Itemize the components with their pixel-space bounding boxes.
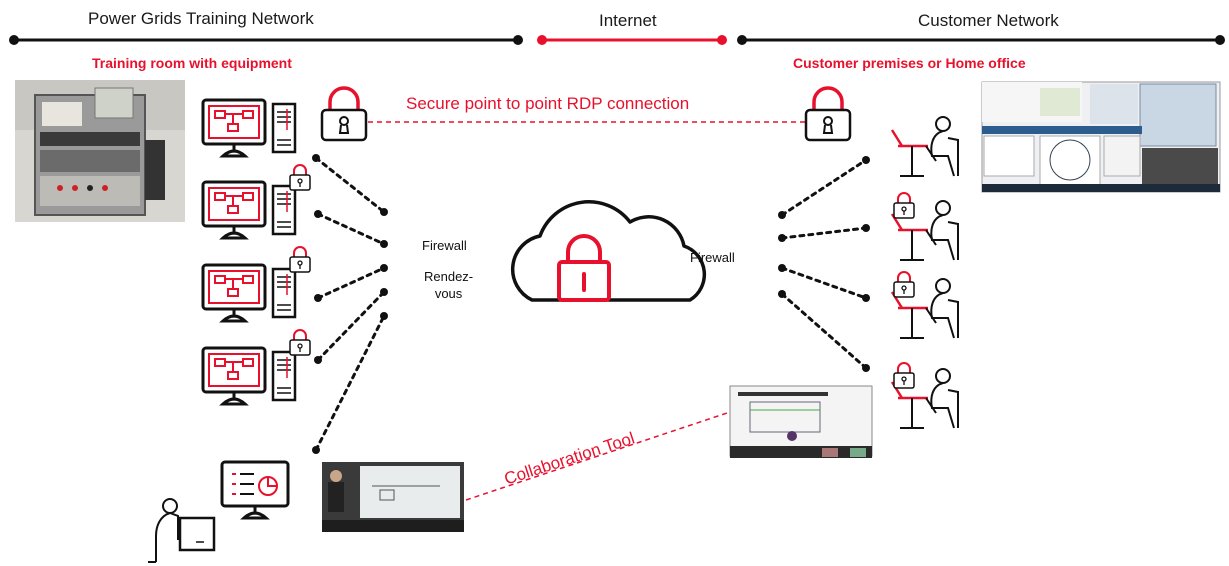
remote-desktop-screenshot (981, 81, 1221, 193)
zone-label-training-network: Power Grids Training Network (88, 9, 314, 28)
collaboration-screen-trainer (322, 462, 464, 532)
training-workstation-4-icon (201, 346, 297, 406)
zone-label-customer-network: Customer Network (918, 11, 1059, 30)
training-workstation-1-icon (201, 98, 297, 158)
remote-user-3-padlock-icon (893, 271, 915, 298)
training-workstation-2-icon (201, 180, 297, 240)
remote-user-4-padlock-icon (893, 362, 915, 389)
left-link-endpoints (312, 154, 388, 454)
training-room-title: Training room with equipment (92, 55, 292, 71)
remote-user-2-padlock-icon (893, 192, 915, 219)
training-room-photo (15, 80, 185, 222)
right-network-links (780, 158, 868, 370)
training-workstation-3-icon (201, 263, 297, 323)
rendezvous-label: Rendez- vous (424, 269, 474, 301)
workstation-3-padlock-icon (289, 246, 311, 273)
workstation-4-padlock-icon (289, 329, 311, 356)
rdp-padlock-right-icon (804, 86, 852, 142)
zone-label-internet: Internet (599, 11, 657, 30)
rdp-padlock-left-icon (320, 86, 368, 142)
customer-premises-title: Customer premises or Home office (793, 55, 1026, 71)
trainer-icon (148, 498, 216, 563)
left-network-links (314, 156, 386, 452)
zone-separator-line-right (737, 35, 1225, 45)
zone-separator-line-internet (537, 35, 727, 45)
workstation-2-padlock-icon (289, 164, 311, 191)
presentation-monitor-icon (220, 460, 290, 520)
firewall-right-label: Firewall (690, 250, 735, 265)
right-link-endpoints (778, 156, 870, 372)
zone-separator-line-left (9, 35, 523, 45)
rdp-connection-label: Secure point to point RDP connection (406, 94, 690, 113)
collaboration-screen-remote (729, 385, 873, 458)
collaboration-link-line (465, 411, 731, 501)
remote-user-1-icon (890, 115, 960, 178)
firewall-left-label: Firewall (422, 238, 467, 253)
internet-cloud-icon (510, 200, 707, 302)
